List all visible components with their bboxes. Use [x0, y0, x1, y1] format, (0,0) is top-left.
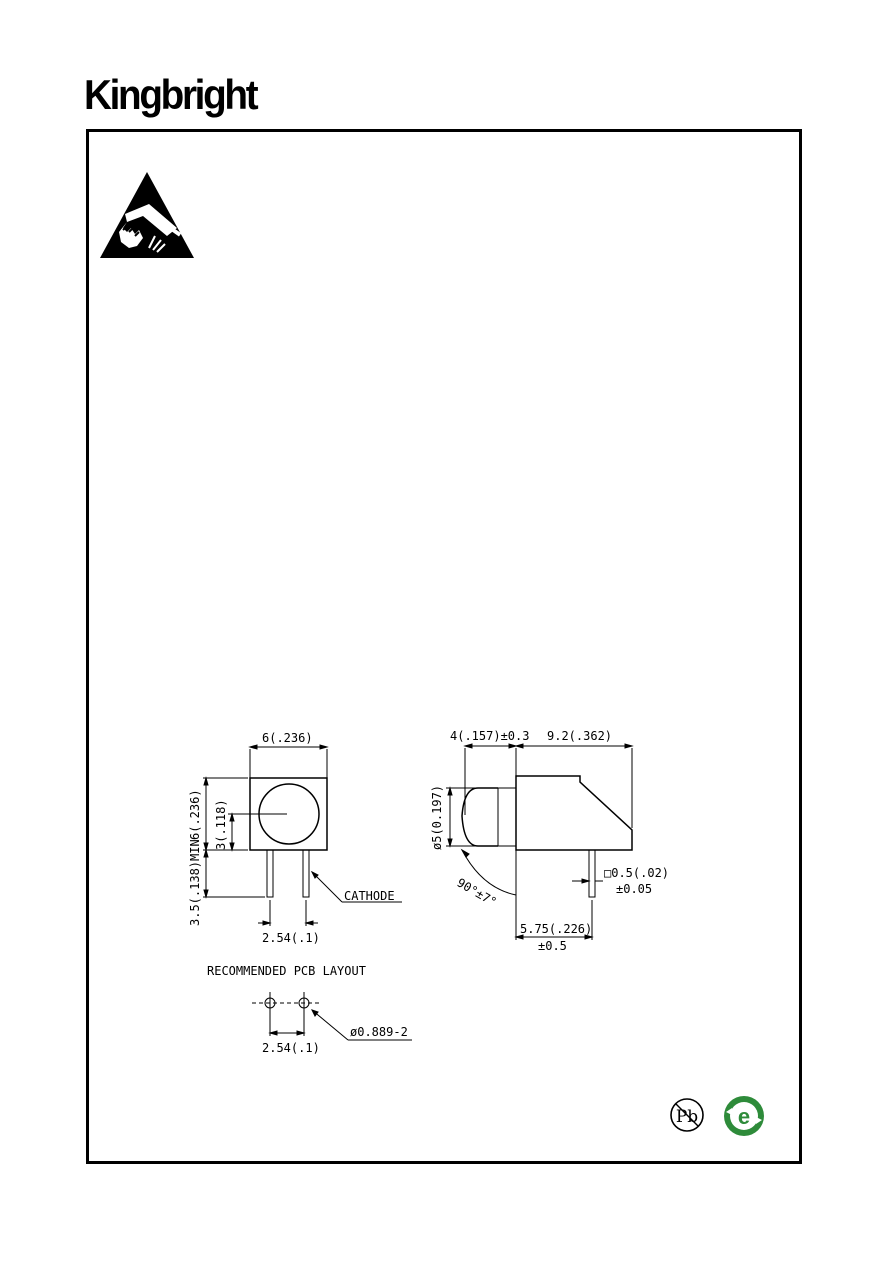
front-height-label: 6(.236) [188, 789, 202, 840]
kingbright-logo: Kingbright [84, 71, 259, 118]
front-width-label: 6(.236) [262, 731, 313, 745]
front-lead-left [266, 849, 274, 898]
pcb-hole-label: ø0.889-2 [350, 1025, 408, 1039]
rohs-letter: e [738, 1104, 750, 1129]
side-diameter-label: ø5(0.197) [430, 785, 444, 850]
rohs-eco-icon: e [724, 1096, 764, 1136]
esd-warning-icon [100, 172, 194, 258]
front-lead-label: 3.5(.138)MIN [188, 839, 202, 926]
pcb-pitch-label: 2.54(.1) [262, 1041, 320, 1055]
side-body-label: 9.2(.362) [547, 729, 612, 743]
side-lead [588, 849, 596, 898]
side-lens [461, 787, 498, 847]
side-lens-label: 4(.157)±0.3 [450, 729, 529, 743]
lead-free-icon: Pb [670, 1098, 704, 1132]
side-body [515, 775, 633, 851]
side-angle-label: 90°±7° [455, 875, 500, 909]
pcb-layout-title: RECOMMENDED PCB LAYOUT [207, 964, 366, 978]
side-lead-square-label: □0.5(.02) [604, 866, 669, 880]
front-center-label: 3(.118) [214, 799, 228, 850]
cathode-label: CATHODE [344, 889, 395, 903]
side-offset-label: 5.75(.226) [520, 922, 592, 936]
side-lead-square-tol: ±0.05 [616, 882, 652, 896]
lead-free-text: Pb [676, 1107, 698, 1127]
content-frame [86, 129, 802, 1164]
side-offset-tol: ±0.5 [538, 939, 567, 953]
front-lead-right [302, 849, 310, 898]
front-pitch-label: 2.54(.1) [262, 931, 320, 945]
